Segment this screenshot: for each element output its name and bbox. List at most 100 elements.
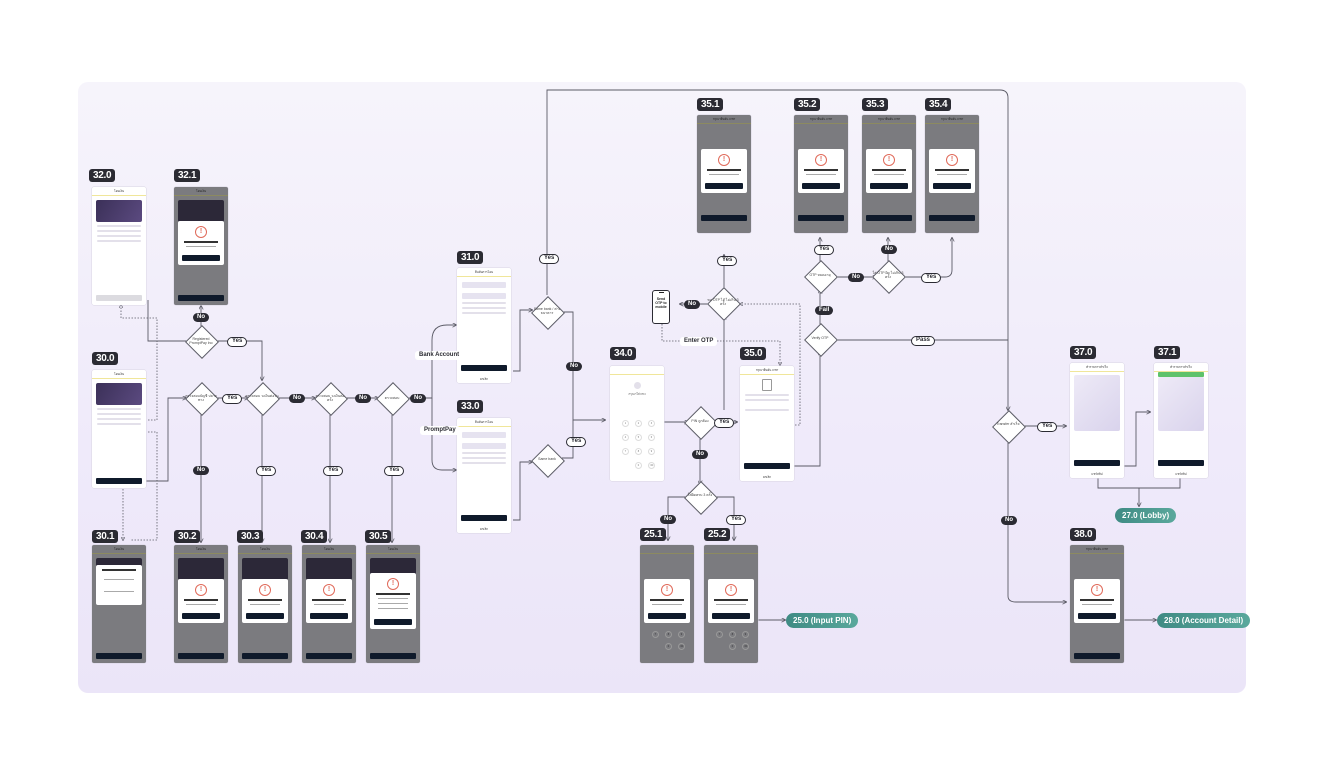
screen-35-2[interactable]: กรุณายืนยัน OTP ! xyxy=(794,115,848,233)
screen-32-1[interactable]: โอนเงิน ! xyxy=(174,187,228,305)
alert-icon: ! xyxy=(946,154,958,166)
share-slip-link[interactable]: แชร์สลิป xyxy=(1175,472,1187,476)
modal-ok-button[interactable] xyxy=(933,183,971,189)
account-card xyxy=(96,200,142,222)
confirm-button[interactable] xyxy=(461,365,507,371)
branch-no: No xyxy=(193,466,209,475)
modal-ok-button[interactable] xyxy=(712,613,750,619)
confirm-button[interactable] xyxy=(744,463,790,469)
cancel-link[interactable]: ยกเลิก xyxy=(762,475,772,479)
screen-header xyxy=(610,366,664,375)
decision-label: Same bank xyxy=(538,457,556,461)
branch-no: No xyxy=(566,362,582,371)
modal-ok-button[interactable] xyxy=(182,255,220,261)
branch-no: No xyxy=(289,394,305,403)
confirm-button[interactable] xyxy=(1074,653,1120,659)
screen-33-0[interactable]: ยืนยันการโอน ยกเลิก xyxy=(457,418,511,533)
screen-title: โอนเงิน xyxy=(92,545,146,554)
screen-30-5[interactable]: โอนเงิน ! xyxy=(366,545,420,663)
branch-yes: Yes xyxy=(726,515,747,525)
cancel-link[interactable]: ยกเลิก xyxy=(479,377,489,381)
branch-no: No xyxy=(848,273,864,282)
confirm-button[interactable] xyxy=(701,215,747,221)
screen-tag: 35.1 xyxy=(697,98,724,111)
screen-header xyxy=(704,545,758,554)
screen-37-0[interactable]: ทำรายการสำเร็จ แชร์สลิป xyxy=(1070,363,1124,478)
screen-tag: 30.0 xyxy=(92,352,119,365)
alert-icon: ! xyxy=(259,584,271,596)
screen-title: กรุณายืนยัน OTP xyxy=(794,115,848,124)
branch-no: No xyxy=(881,245,897,254)
modal-ok-button[interactable] xyxy=(310,613,348,619)
home-button[interactable] xyxy=(1158,460,1204,466)
account-picker[interactable] xyxy=(96,565,142,605)
modal-ok-button[interactable] xyxy=(374,619,412,625)
screen-title: โอนเงิน xyxy=(302,545,356,554)
branch-yes: Yes xyxy=(539,254,560,264)
confirm-button[interactable] xyxy=(798,215,844,221)
error-modal: ! xyxy=(178,579,224,623)
decision-label: ตรวจสอบ วงเงินต่อวัน xyxy=(245,394,279,398)
branch-yes: Yes xyxy=(814,245,835,255)
modal-ok-button[interactable] xyxy=(182,613,220,619)
next-button[interactable] xyxy=(242,653,288,659)
decision-label: ตรวจสอบ xyxy=(384,396,400,400)
screen-35-4[interactable]: กรุณายืนยัน OTP ! xyxy=(925,115,979,233)
modal-ok-button[interactable] xyxy=(802,183,840,189)
branch-bank-account: Bank Account xyxy=(415,351,464,360)
screen-30-2[interactable]: โอนเงิน ! xyxy=(174,545,228,663)
modal-ok-button[interactable] xyxy=(246,613,284,619)
cancel-link[interactable]: ยกเลิก xyxy=(479,527,489,531)
view-detail-button[interactable] xyxy=(1078,613,1116,619)
screen-35-1[interactable]: กรุณายืนยัน OTP ! xyxy=(697,115,751,233)
screen-31-0[interactable]: ยืนยันการโอน ยกเลิก xyxy=(457,268,511,383)
screen-30-1[interactable]: โอนเงิน xyxy=(92,545,146,663)
modal-ok-button[interactable] xyxy=(870,183,908,189)
ref-account-detail[interactable]: 28.0 (Account Detail) xyxy=(1157,613,1251,628)
screen-32-0[interactable]: โอนเงิน xyxy=(92,187,146,305)
screen-title: โอนเงิน xyxy=(174,545,228,554)
confirm-button[interactable] xyxy=(461,515,507,521)
modal-ok-button[interactable] xyxy=(648,613,686,619)
alert-icon: ! xyxy=(1091,584,1103,596)
next-button[interactable] xyxy=(96,478,142,484)
screen-title: กรุณายืนยัน OTP xyxy=(1070,545,1124,554)
pin-prompt: กรุณาใส่ PIN xyxy=(628,392,646,396)
branch-yes: Yes xyxy=(222,394,243,404)
next-button[interactable] xyxy=(178,653,224,659)
modal-ok-button[interactable] xyxy=(705,183,743,189)
screen-35-3[interactable]: กรุณายืนยัน OTP ! xyxy=(862,115,916,233)
share-slip-link[interactable]: แชร์สลิป xyxy=(1091,472,1103,476)
screen-tag: 32.1 xyxy=(174,169,201,182)
screen-title: กรุณายืนยัน OTP xyxy=(740,366,794,375)
screen-30-0[interactable]: โอนเงิน xyxy=(92,370,146,488)
confirm-button[interactable] xyxy=(866,215,912,221)
screen-35-0[interactable]: กรุณายืนยัน OTP ยกเลิก xyxy=(740,366,794,481)
confirm-button[interactable] xyxy=(929,215,975,221)
next-button[interactable] xyxy=(96,653,142,659)
screen-30-4[interactable]: โอนเงิน ! xyxy=(302,545,356,663)
screen-title: ยืนยันการโอน xyxy=(457,268,511,277)
home-button[interactable] xyxy=(1074,460,1120,466)
next-button[interactable] xyxy=(370,653,416,659)
screen-37-1[interactable]: ทำรายการสำเร็จ แชร์สลิป xyxy=(1154,363,1208,478)
decision-label: ตรวจสอบ วงเงินต่อครั้ง xyxy=(315,394,345,402)
next-button[interactable] xyxy=(178,295,224,301)
screen-tag: 30.4 xyxy=(301,530,328,543)
screen-title: โอนเงิน xyxy=(92,370,146,379)
branch-yes: Yes xyxy=(1037,422,1058,432)
screen-tag: 30.3 xyxy=(237,530,264,543)
branch-no: No xyxy=(193,313,209,322)
ref-input-pin[interactable]: 25.0 (Input PIN) xyxy=(786,613,859,628)
next-button[interactable] xyxy=(306,653,352,659)
screen-30-3[interactable]: โอนเงิน ! xyxy=(238,545,292,663)
screen-tag: 35.0 xyxy=(740,347,767,360)
screen-38-0[interactable]: กรุณายืนยัน OTP ! xyxy=(1070,545,1124,663)
error-modal: ! xyxy=(644,579,690,623)
alert-icon: ! xyxy=(725,584,737,596)
lock-icon xyxy=(633,382,641,389)
ref-lobby[interactable]: 27.0 (Lobby) xyxy=(1115,508,1177,523)
